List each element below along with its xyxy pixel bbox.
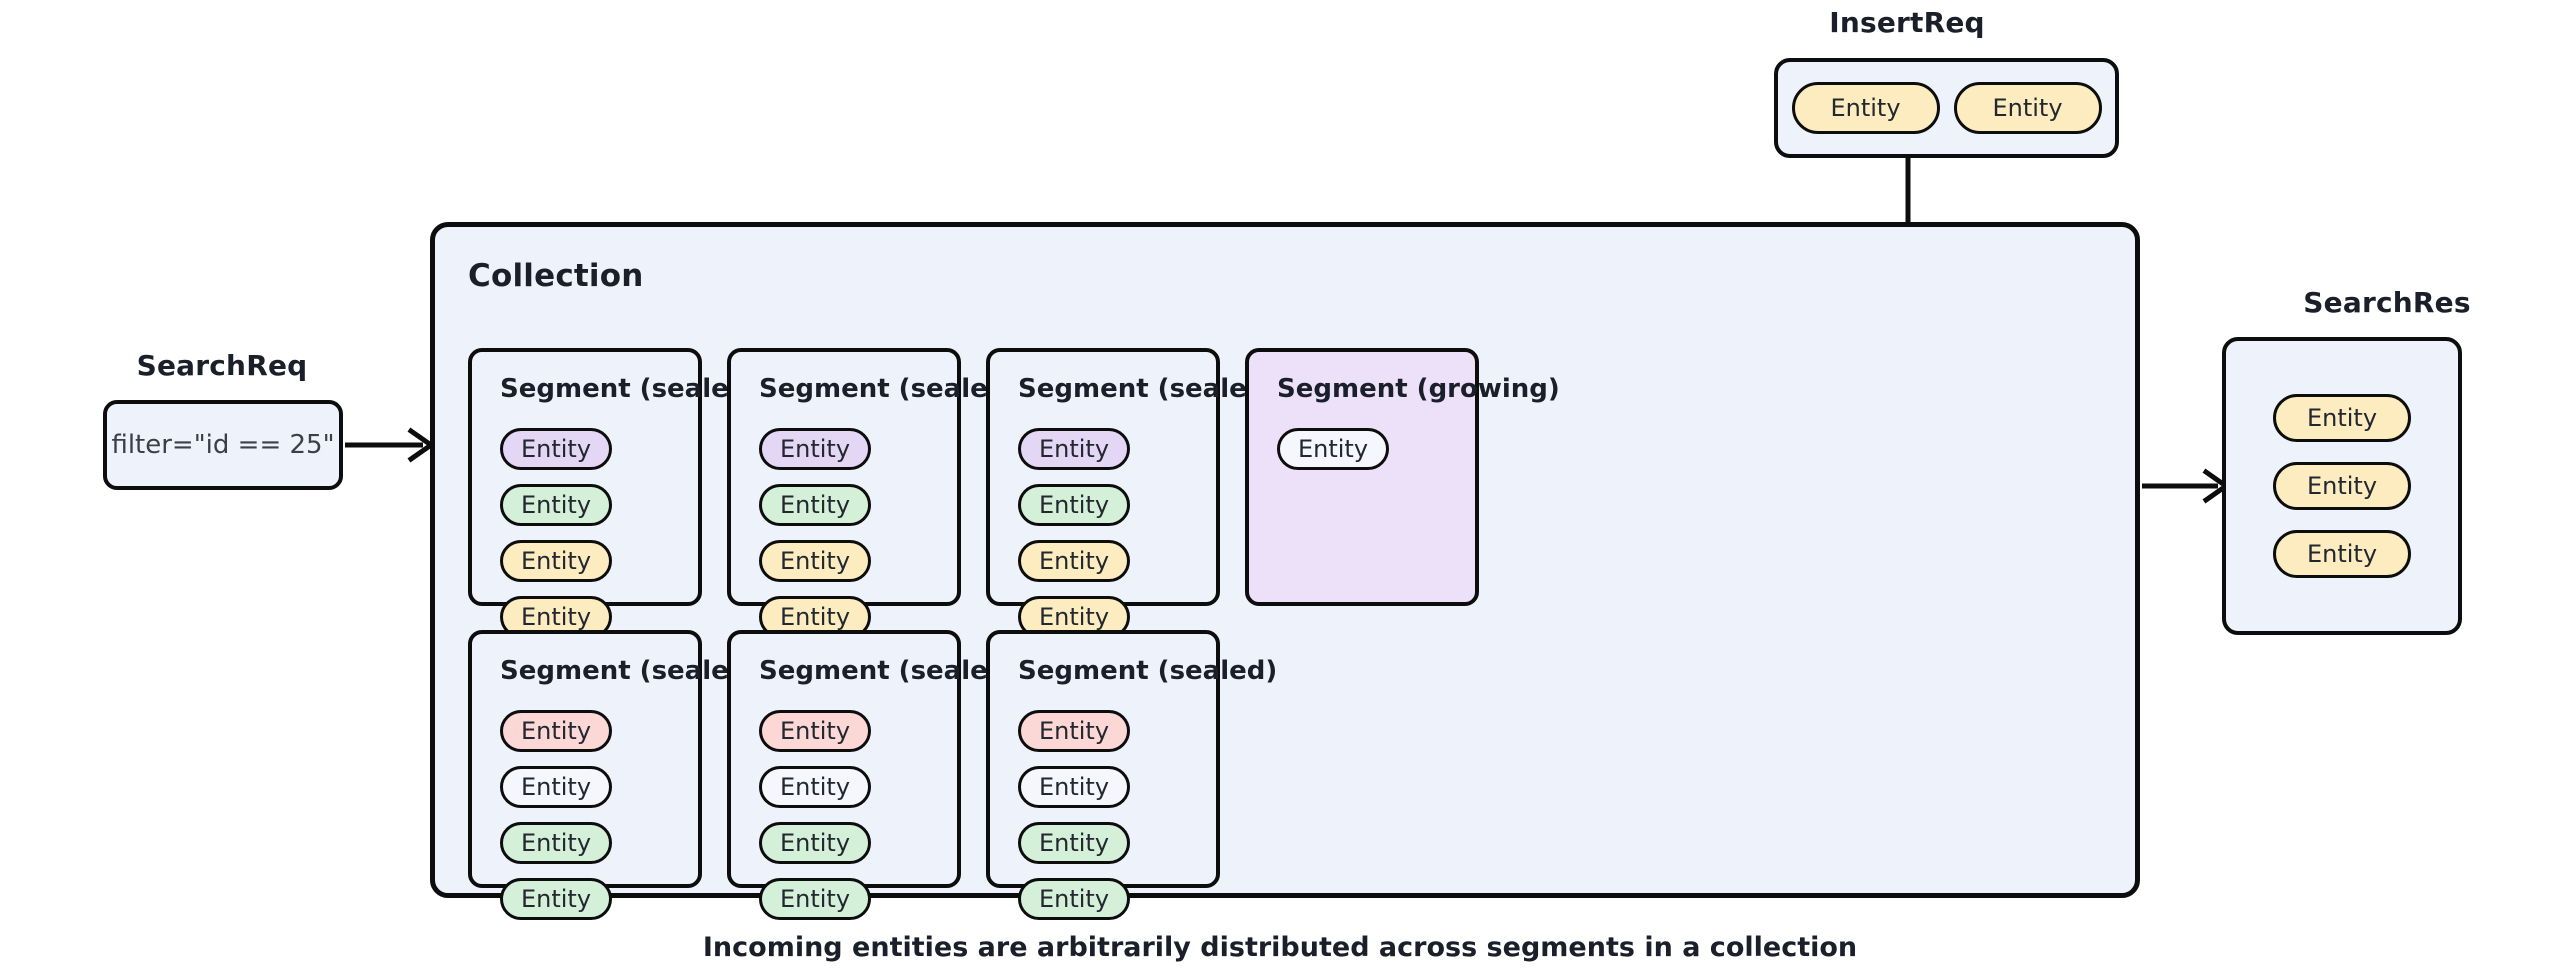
searchreq-filter-text: filter="id == 25" — [111, 430, 335, 460]
searchres-label: SearchRes — [2303, 286, 2471, 319]
entity-label: Entity — [2306, 472, 2378, 500]
insertreq-entity-row: Entity Entity — [1778, 62, 2115, 154]
entity-pill: Entity — [2273, 462, 2411, 510]
entity-pill: Entity — [1018, 540, 1130, 582]
entity-label: Entity — [1038, 547, 1110, 575]
entity-label: Entity — [1038, 603, 1110, 631]
search-request-arrow — [345, 427, 435, 463]
entity-label: Entity — [520, 829, 592, 857]
segment-title: Segment (sealed) — [759, 656, 1019, 686]
entity-pill: Entity — [1018, 878, 1130, 920]
entity-label: Entity — [520, 491, 592, 519]
entity-pill: Entity — [1791, 82, 1940, 134]
entity-label: Entity — [520, 885, 592, 913]
entity-label: Entity — [1038, 773, 1110, 801]
entity-pill: Entity — [1018, 766, 1130, 808]
segment-entity-grid: Entity — [1277, 428, 1451, 470]
entity-label: Entity — [2306, 404, 2378, 432]
segment-title: Segment (sealed) — [1018, 656, 1278, 686]
entity-label: Entity — [520, 717, 592, 745]
search-result-arrow — [2142, 468, 2230, 504]
entity-pill: Entity — [1277, 428, 1389, 470]
entity-pill: Entity — [500, 710, 612, 752]
entity-label: Entity — [520, 435, 592, 463]
entity-pill: Entity — [500, 484, 612, 526]
entity-label: Entity — [779, 885, 851, 913]
entity-label: Entity — [779, 491, 851, 519]
entity-label: Entity — [1038, 829, 1110, 857]
segment-growing: Segment (growing) Entity — [1245, 348, 1560, 606]
entity-label: Entity — [520, 773, 592, 801]
entity-label: Entity — [520, 547, 592, 575]
entity-label: Entity — [1038, 717, 1110, 745]
entity-label: Entity — [1297, 435, 1369, 463]
collection-title: Collection — [468, 258, 644, 294]
entity-pill: Entity — [1018, 822, 1130, 864]
entity-label: Entity — [779, 829, 851, 857]
entity-pill: Entity — [500, 428, 612, 470]
entity-pill: Entity — [759, 540, 871, 582]
entity-label: Entity — [1992, 94, 2063, 122]
entity-label: Entity — [1038, 491, 1110, 519]
entity-label: Entity — [2306, 540, 2378, 568]
entity-pill: Entity — [759, 878, 871, 920]
insertreq-box: Entity Entity — [1774, 58, 2119, 158]
entity-label: Entity — [1038, 885, 1110, 913]
entity-pill: Entity — [500, 766, 612, 808]
entity-pill: Entity — [500, 822, 612, 864]
entity-label: Entity — [1830, 94, 1901, 122]
entity-label: Entity — [779, 435, 851, 463]
diagram-caption: Incoming entities are arbitrarily distri… — [702, 932, 1858, 963]
searchreq-label: SearchReq — [136, 349, 308, 382]
entity-pill: Entity — [759, 710, 871, 752]
entity-pill: Entity — [1018, 428, 1130, 470]
entity-pill: Entity — [759, 484, 871, 526]
entity-label: Entity — [1038, 435, 1110, 463]
entity-pill: Entity — [759, 766, 871, 808]
entity-pill: Entity — [1953, 82, 2102, 134]
entity-pill: Entity — [2273, 530, 2411, 578]
searchreq-box: filter="id == 25" — [103, 400, 343, 490]
entity-label: Entity — [779, 603, 851, 631]
entity-pill: Entity — [2273, 394, 2411, 442]
entity-label: Entity — [779, 547, 851, 575]
entity-pill: Entity — [500, 540, 612, 582]
entity-pill: Entity — [500, 878, 612, 920]
segment-title: Segment (sealed) — [500, 374, 760, 404]
segment-title: Segment (sealed) — [1018, 374, 1278, 404]
segment-title: Segment (growing) — [1277, 374, 1560, 404]
entity-pill: Entity — [759, 428, 871, 470]
entity-pill: Entity — [1018, 710, 1130, 752]
entity-pill: Entity — [759, 822, 871, 864]
entity-label: Entity — [779, 717, 851, 745]
entity-label: Entity — [779, 773, 851, 801]
entity-pill: Entity — [1018, 484, 1130, 526]
entity-label: Entity — [520, 603, 592, 631]
segment-title: Segment (sealed) — [759, 374, 1019, 404]
insertreq-label: InsertReq — [1829, 6, 1985, 39]
segment-title: Segment (sealed) — [500, 656, 760, 686]
